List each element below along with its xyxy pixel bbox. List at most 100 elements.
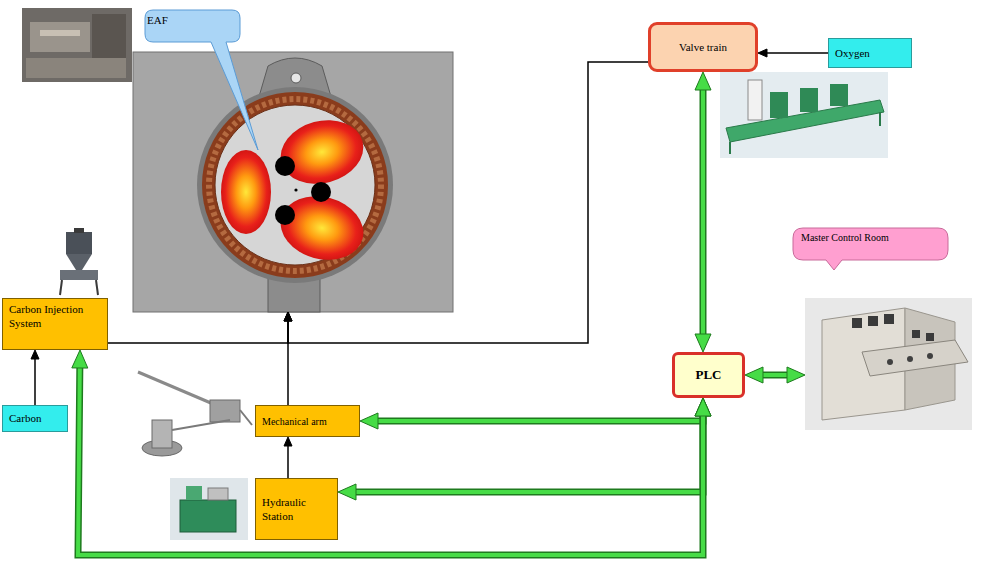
valve-cabinet xyxy=(748,80,762,120)
center-dot xyxy=(294,188,297,191)
node-label: Valve train xyxy=(679,40,727,54)
control-panel-photo xyxy=(805,298,972,430)
meter xyxy=(926,333,934,341)
pump-motor xyxy=(186,486,202,500)
input-box: Carbon xyxy=(2,405,68,432)
arc-zone xyxy=(221,150,271,234)
valve-unit xyxy=(830,84,848,106)
process-box: Carbon Injection System xyxy=(2,298,108,350)
link-outline xyxy=(759,372,790,379)
meter xyxy=(852,318,862,328)
silo-feeder xyxy=(60,270,98,280)
valve-train-photo xyxy=(720,72,888,158)
frame-leg xyxy=(879,112,881,126)
frame-leg xyxy=(729,142,731,154)
drawing-ground xyxy=(130,355,254,470)
arm-column xyxy=(152,420,172,448)
link-outline xyxy=(700,86,707,337)
photo-ground xyxy=(170,478,248,540)
arrowhead xyxy=(284,312,292,321)
link-fill xyxy=(374,412,703,421)
controller-box: PLC xyxy=(672,352,745,398)
line-path xyxy=(287,444,289,478)
link-fill xyxy=(701,86,705,337)
furnace-plan xyxy=(133,52,453,312)
furnace-panel xyxy=(133,52,453,312)
mechanical-arm-drawing xyxy=(130,355,254,470)
line-path xyxy=(288,62,648,343)
switch xyxy=(887,359,893,365)
arrowhead xyxy=(695,334,711,352)
node-label: Oxygen xyxy=(835,46,905,60)
shell-ring xyxy=(197,87,393,283)
electrode xyxy=(311,182,331,202)
arrowhead xyxy=(284,312,292,321)
furnace-photo xyxy=(22,8,132,82)
photo-part xyxy=(26,58,126,78)
node-label: Carbon xyxy=(9,411,61,425)
arrowhead xyxy=(695,398,711,416)
process-box: Hydraulic Station xyxy=(255,478,338,540)
silo-leg xyxy=(96,280,98,295)
arm-carriage xyxy=(210,400,240,422)
oil-tank xyxy=(180,500,236,532)
valve-unit xyxy=(800,88,818,112)
valve-unit xyxy=(770,92,788,118)
node-label: Mechanical arm xyxy=(262,415,353,428)
flow-line xyxy=(31,350,39,405)
arrowhead xyxy=(745,367,763,383)
link-fill xyxy=(352,412,703,492)
process-box: Mechanical arm xyxy=(255,405,360,437)
link-outline xyxy=(78,364,703,555)
link-outline xyxy=(352,412,703,492)
switch xyxy=(927,353,933,359)
control-desk xyxy=(862,340,968,376)
callout-bubble xyxy=(145,10,258,150)
photo-part xyxy=(92,14,126,64)
furnace-node: EAF xyxy=(133,52,453,312)
link-outline xyxy=(374,412,703,421)
signal-link xyxy=(360,398,711,429)
arrowhead xyxy=(787,367,805,383)
photo-part xyxy=(40,30,80,36)
lug-hole xyxy=(291,73,301,83)
flow-line xyxy=(284,312,292,405)
flow-line xyxy=(284,62,648,343)
silo-body xyxy=(66,232,92,254)
meter xyxy=(912,330,920,338)
arm-link xyxy=(240,410,252,425)
arrowhead xyxy=(695,72,711,90)
brick-texture xyxy=(209,99,381,271)
input-box: Oxygen xyxy=(828,38,912,68)
arrowhead xyxy=(72,350,88,368)
signal-link xyxy=(745,367,805,383)
arrowhead xyxy=(360,413,378,429)
arrowhead xyxy=(284,437,292,446)
photo-ground xyxy=(720,72,888,158)
photo-ground xyxy=(22,8,132,82)
flow-line xyxy=(108,312,292,343)
link-fill xyxy=(759,373,790,377)
arrowhead xyxy=(695,398,711,416)
valve-block xyxy=(208,488,228,500)
arrowhead xyxy=(695,398,711,416)
control-room-node: Master Control Room xyxy=(805,298,972,430)
node-label: Carbon Injection System xyxy=(9,302,101,331)
photo-part xyxy=(30,22,90,52)
silo-top xyxy=(74,228,84,233)
arm-link xyxy=(172,420,230,430)
arrowhead xyxy=(284,312,292,321)
flow-line xyxy=(758,49,828,57)
arrowhead xyxy=(758,49,767,57)
line-path xyxy=(34,357,36,405)
switch xyxy=(907,356,913,362)
meter xyxy=(884,314,894,324)
arrowhead xyxy=(338,484,356,500)
photo-ground xyxy=(805,298,972,430)
link-fill xyxy=(78,364,703,555)
hydraulic-station-photo xyxy=(170,478,248,540)
electrode xyxy=(275,156,295,176)
flow-line xyxy=(284,437,292,478)
